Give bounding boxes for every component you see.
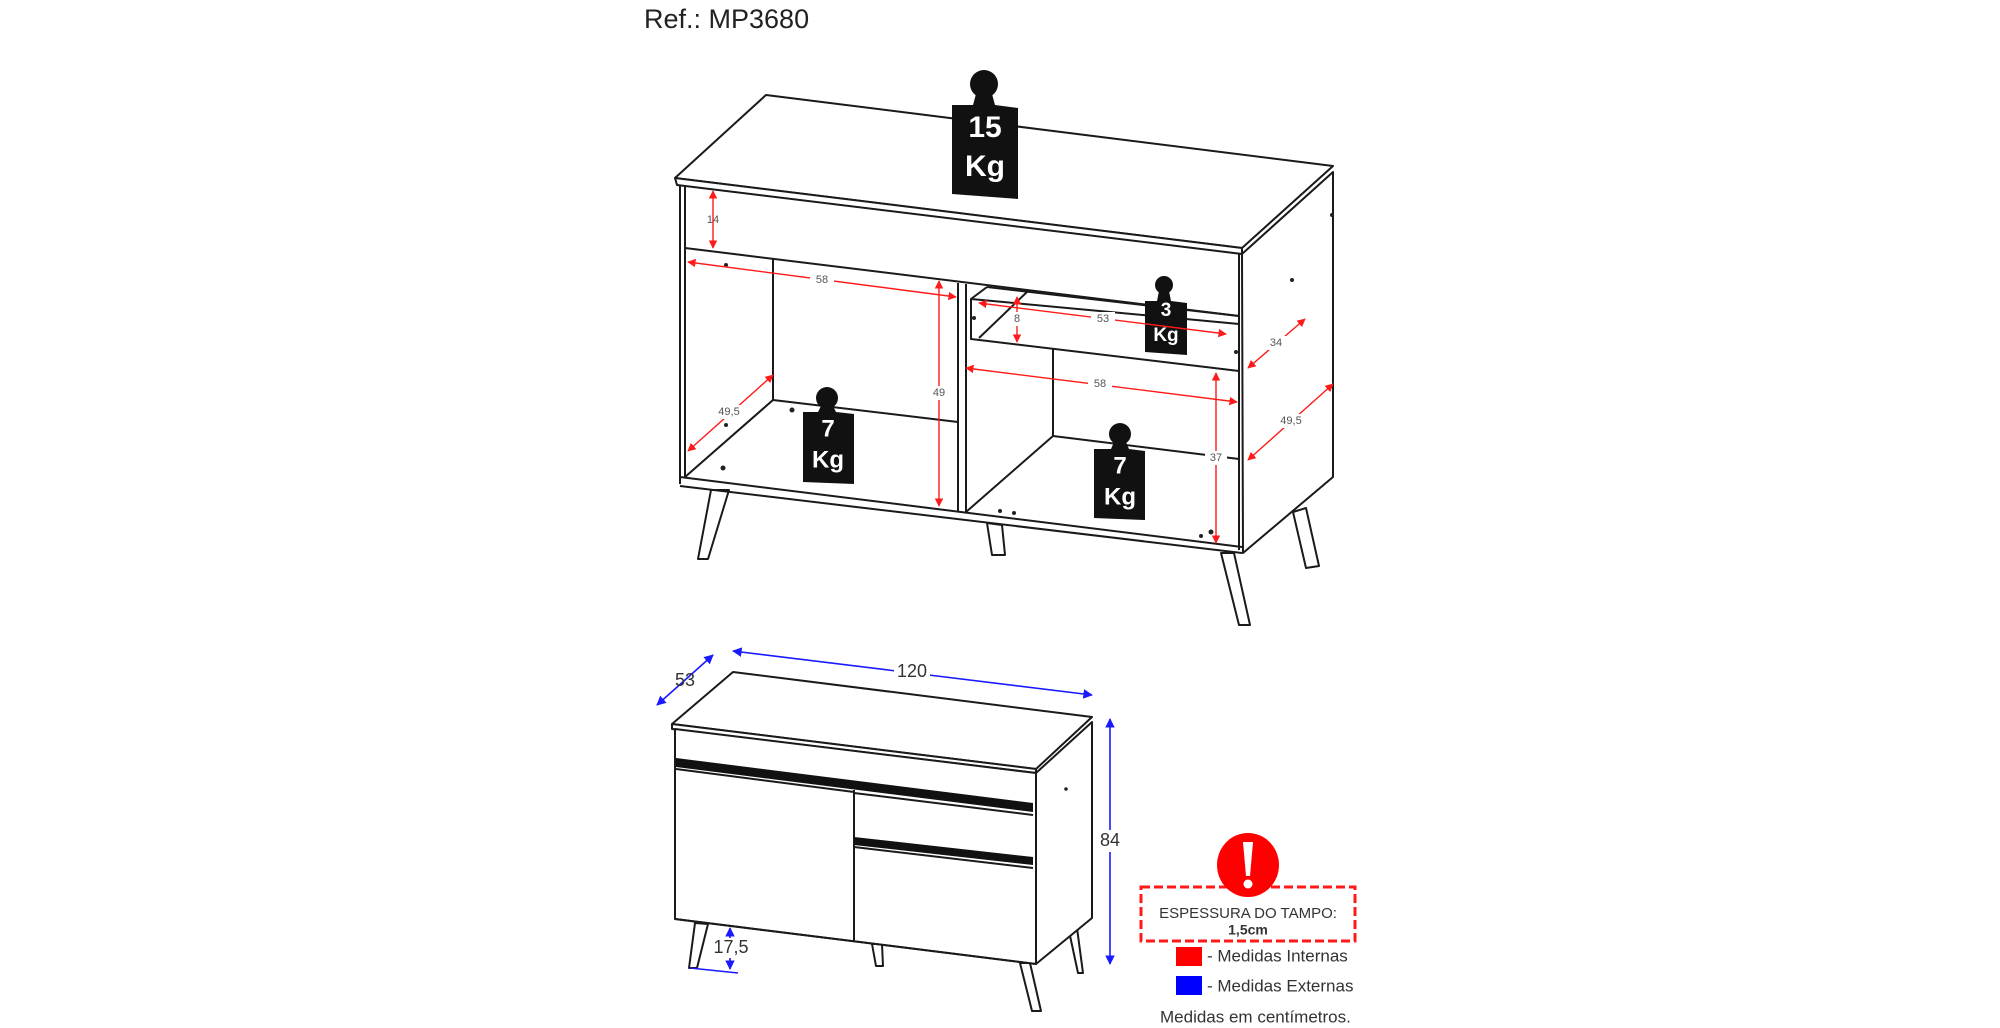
weight-tag-right: 7 Kg: [1094, 423, 1145, 520]
legend-internal: - Medidas Internas: [1207, 946, 1348, 965]
leg: [688, 922, 709, 969]
weight-tag-left: 7 Kg: [803, 387, 854, 484]
dim-label: 37: [1210, 452, 1222, 464]
weight-icon: [970, 70, 998, 98]
legend: - Medidas Internas - Medidas Externas Me…: [1160, 946, 1353, 1026]
leg: [871, 943, 884, 967]
weight-value: 15: [968, 111, 1001, 144]
dim-label: 8: [1014, 313, 1020, 325]
dim-label: 84: [1100, 830, 1120, 850]
leg: [697, 489, 730, 560]
dim-label: 49,5: [718, 406, 739, 418]
dim-label: 58: [816, 274, 828, 286]
legend-swatch-internal: [1176, 947, 1202, 966]
weight-tag-top: 15 Kg: [952, 70, 1018, 199]
closed-cabinet-drawing: [671, 671, 1093, 1012]
dim-label: 14: [707, 214, 719, 226]
weight-value: 7: [821, 415, 834, 442]
external-dimensions: 53 120 84 17,5: [656, 647, 1122, 974]
internal-dimensions: 14 58 49 49,5 8 53 34 58 37 49,5: [687, 190, 1334, 544]
weight-value: 7: [1113, 452, 1126, 479]
weight-unit: Kg: [1104, 483, 1136, 510]
leg: [1220, 552, 1251, 626]
leg: [1292, 507, 1320, 569]
drawer-box: [970, 298, 1240, 372]
dim-label: 53: [1097, 313, 1109, 325]
dim-label: 58: [1094, 378, 1106, 390]
legend-swatch-external: [1176, 976, 1202, 995]
weight-icon: [1155, 276, 1173, 294]
notice-value: 1,5cm: [1228, 922, 1268, 938]
leg: [1019, 962, 1042, 1012]
weight-unit: Kg: [812, 446, 844, 473]
legend-external: - Medidas Externas: [1207, 976, 1353, 995]
weight-tag-drawer: 3 Kg: [1145, 276, 1187, 355]
weight-unit: Kg: [965, 150, 1005, 183]
notice-title: ESPESSURA DO TAMPO:: [1159, 905, 1337, 922]
dim-label: 34: [1270, 337, 1282, 349]
dim-label: 49,5: [1280, 415, 1301, 427]
weight-icon: [1109, 423, 1131, 445]
weight-value: 3: [1161, 300, 1172, 321]
dim-label: 17,5: [713, 937, 748, 957]
dim-label: 49: [933, 387, 945, 399]
weight-icon: [816, 387, 838, 409]
handle-band: [854, 837, 1033, 865]
leg: [986, 522, 1006, 556]
tabletop-thickness-notice: ESPESSURA DO TAMPO: 1,5cm: [1139, 833, 1357, 943]
units-note: Medidas em centímetros.: [1160, 1007, 1351, 1026]
handle-band: [676, 758, 1033, 812]
dim-label: 53: [675, 670, 695, 690]
dim-label: 120: [897, 661, 927, 681]
reference-code: Ref.: MP3680: [644, 4, 809, 34]
